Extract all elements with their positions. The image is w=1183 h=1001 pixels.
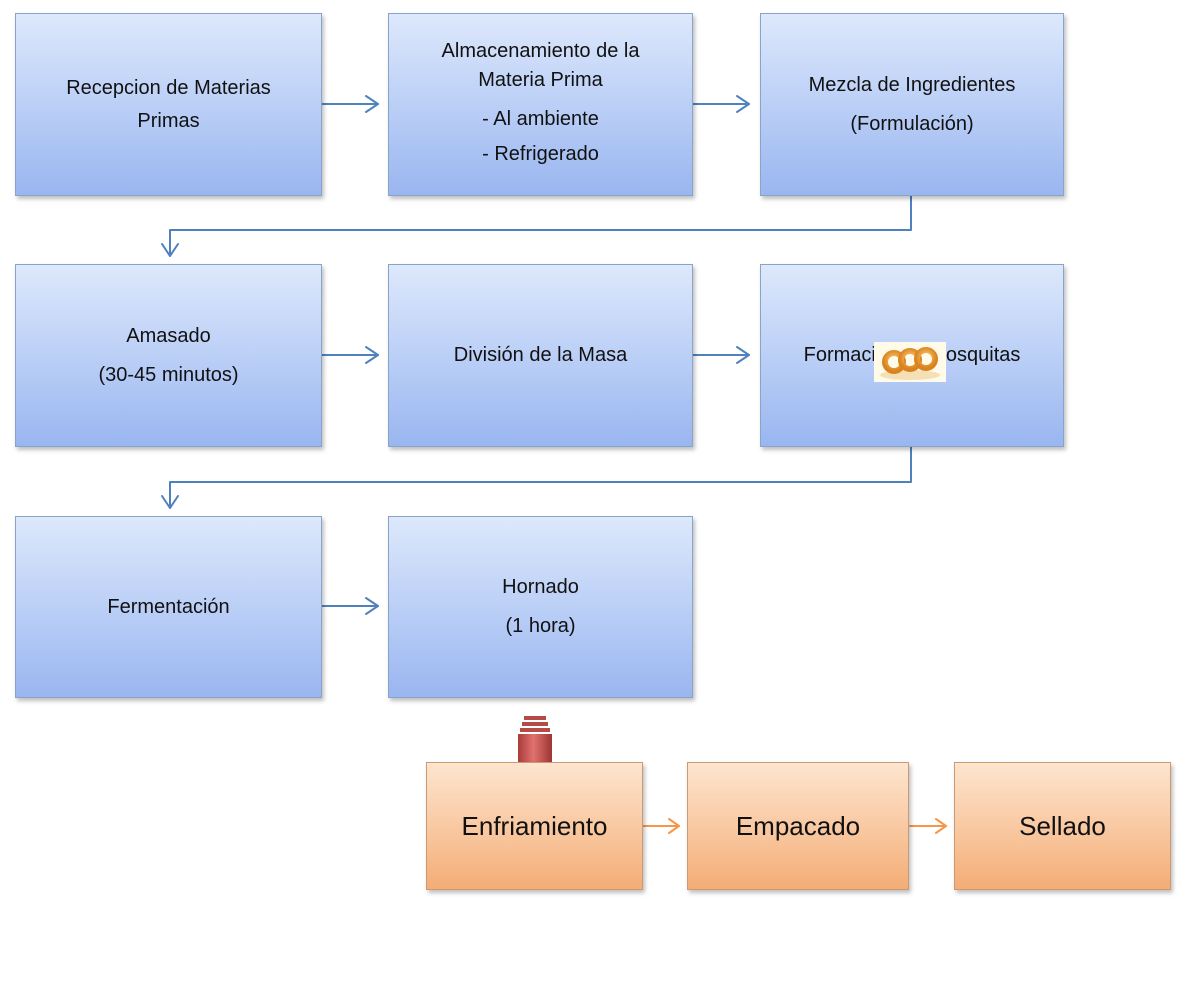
- step-hornado: Hornado (1 hora): [388, 516, 693, 698]
- arrow-connector-icon: [321, 95, 379, 113]
- step-text: Empacado: [735, 810, 861, 841]
- step-text: - Al ambiente: [482, 108, 599, 130]
- step-sellado: Sellado: [954, 762, 1171, 890]
- step-text: Sellado: [1019, 810, 1106, 841]
- step-text: - Refrigerado: [482, 143, 599, 165]
- arrow-connector-icon: [642, 818, 680, 834]
- step-text: Mezcla de Ingredientes: [808, 73, 1016, 96]
- step-text: Amasado: [126, 324, 211, 347]
- arrow-connector-icon: [909, 818, 947, 834]
- step-fermentacion: Fermentación: [15, 516, 322, 698]
- step-text: Fermentación: [107, 595, 230, 618]
- step-text: División de la Masa: [453, 344, 628, 366]
- step-text: Recepcion de Materias: [66, 76, 271, 99]
- rosquitas-emblem-icon: [874, 342, 946, 382]
- step-text: Materia Prima: [478, 69, 603, 91]
- arrow-connector-icon: [692, 346, 750, 364]
- arrow-connector-icon: [321, 346, 379, 364]
- step-text: (1 hora): [505, 615, 576, 637]
- arrow-connector-icon: [321, 597, 379, 615]
- step-recepcion: Recepcion de Materias Primas: [15, 13, 322, 196]
- step-text: Primas: [137, 109, 200, 132]
- step-text: Enfriamiento: [461, 810, 608, 841]
- step-empacado: Empacado: [687, 762, 909, 890]
- step-text: (30-45 minutos): [98, 363, 239, 386]
- step-text: Almacenamiento de la: [441, 40, 640, 62]
- step-mezcla: Mezcla de Ingredientes (Formulación): [760, 13, 1064, 196]
- step-text: Hornado: [502, 576, 579, 598]
- arrow-connector-icon: [161, 195, 912, 257]
- step-division: División de la Masa: [388, 264, 693, 447]
- arrow-connector-icon: [161, 446, 912, 509]
- step-enfriamiento: Enfriamiento: [426, 762, 643, 890]
- step-text: (Formulación): [850, 112, 974, 135]
- arrow-connector-icon: [692, 95, 750, 113]
- step-almacenamiento: Almacenamiento de la Materia Prima - Al …: [388, 13, 693, 196]
- step-amasado: Amasado (30-45 minutos): [15, 264, 322, 447]
